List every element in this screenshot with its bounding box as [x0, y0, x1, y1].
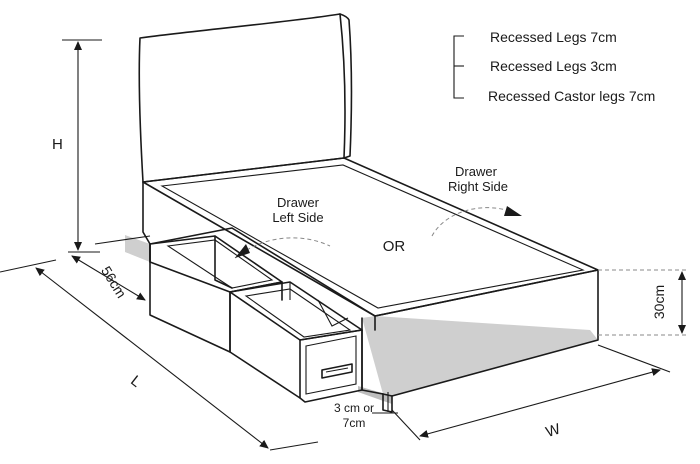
drawer-left-arrow — [234, 237, 331, 259]
drawer-left-label: Left Side — [272, 210, 323, 225]
drawer-right-label: Drawer — [455, 164, 498, 179]
width-label: W — [544, 420, 564, 441]
width-dimension — [391, 344, 671, 441]
leg-height-label: 7cm — [343, 416, 366, 430]
height-dimension — [62, 39, 102, 253]
option-label: Recessed Castor legs 7cm — [488, 88, 655, 104]
length-dimension — [0, 259, 319, 451]
drawer-right-label: Right Side — [448, 179, 508, 194]
drawer-front — [229, 281, 363, 403]
option-label: Recessed Legs 7cm — [490, 29, 617, 45]
headboard — [138, 13, 353, 183]
drawer-depth-label: 56cm — [98, 263, 130, 301]
options-bracket — [453, 35, 464, 99]
length-label: L — [127, 372, 144, 391]
or-label: OR — [383, 238, 406, 255]
height-label: H — [52, 136, 63, 153]
option-label: Recessed Legs 3cm — [490, 58, 617, 74]
base-height-dimension — [598, 269, 688, 336]
drawer-left-label: Drawer — [277, 195, 320, 210]
leg-height-dimension — [372, 392, 398, 414]
drawer-back — [149, 235, 283, 353]
leg-height-label: 3 cm or — [334, 401, 374, 415]
base-height-label: 30cm — [651, 285, 667, 319]
drawer-right-arrow — [431, 206, 522, 237]
